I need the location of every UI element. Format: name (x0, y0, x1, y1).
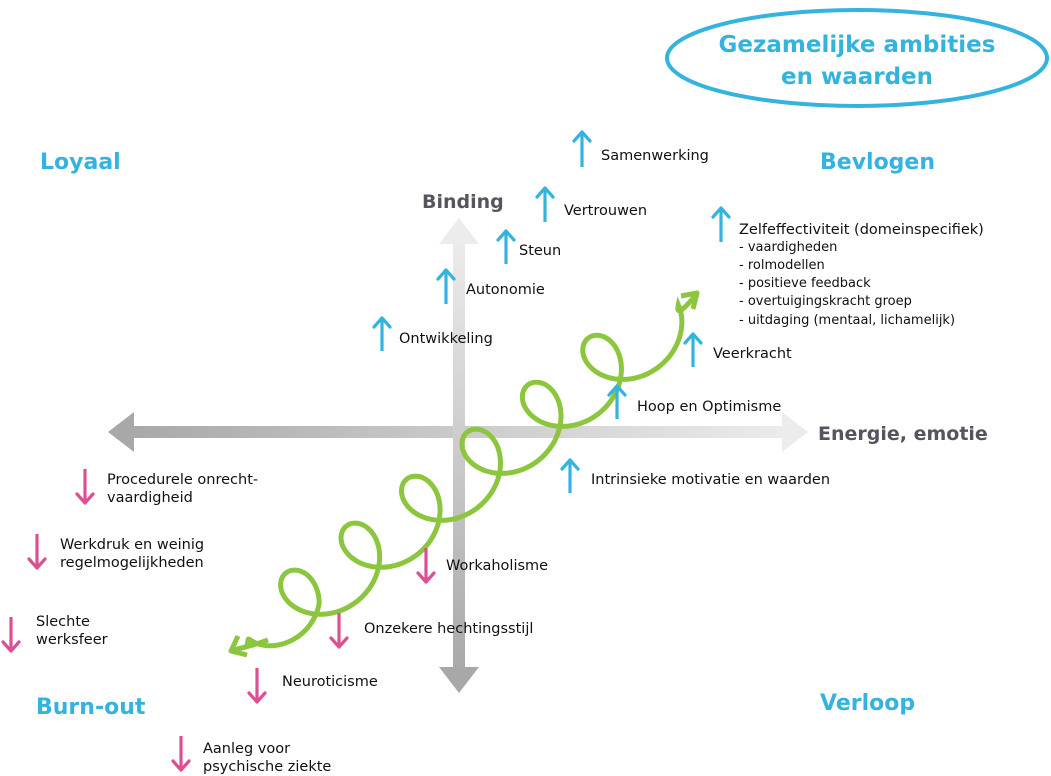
spiral-arrowhead-bottom (228, 634, 248, 658)
green-spiral (228, 290, 700, 658)
quadrant-bevlogen: Bevlogen (820, 150, 935, 175)
horizontal-axis-left-arrow (108, 412, 134, 452)
quadrant-burn-out: Burn-out (36, 695, 146, 720)
title-badge: Gezamelijke ambities en waarden (665, 8, 1049, 108)
arrow-up-icon (607, 384, 627, 419)
vertical-axis (439, 218, 479, 693)
zelf-subitem: - overtuigingskracht groep (739, 294, 912, 309)
arrow-up-icon (372, 316, 392, 351)
horizontal-axis-right-arrow (782, 412, 808, 452)
factor-werksfeer-line-2: werksfeer (36, 632, 108, 648)
vertical-axis-top-arrow (439, 218, 479, 244)
arrow-down-icon (171, 736, 191, 772)
arrow-down-icon (75, 469, 95, 505)
zelf-subitem: - positieve feedback (739, 276, 871, 291)
zelf-subitem: - rolmodellen (739, 258, 825, 273)
zelf-subitem: - vaardigheden (739, 240, 837, 255)
factor-procedurele-line-2: vaardigheid (107, 490, 193, 506)
arrow-down-icon (329, 613, 349, 649)
arrow-up-icon (496, 229, 516, 264)
factor-aanleg-line-2: psychische ziekte (203, 759, 331, 775)
factor-zelfeffectiviteit: Zelfeffectiviteit (domeinspecifiek) (739, 222, 984, 238)
zelf-subitem: - uitdaging (mentaal, lichamelijk) (739, 313, 955, 328)
arrow-up-icon (560, 458, 580, 493)
arrow-down-icon (247, 668, 267, 704)
vertical-axis-bottom-arrow (439, 667, 479, 693)
factor-hoop-optimisme: Hoop en Optimisme (637, 399, 781, 415)
spiral-tail (232, 637, 269, 653)
factor-aanleg-line-1: Aanleg voor (203, 741, 290, 757)
arrow-up-icon (711, 206, 731, 242)
factor-procedurele-line-1: Procedurele onrecht- (107, 472, 258, 488)
factor-workaholisme: Workaholisme (446, 558, 548, 574)
arrow-down-icon (1, 617, 21, 653)
factor-samenwerking: Samenwerking (601, 148, 709, 164)
spiral-arrowhead-top (680, 290, 700, 310)
arrow-up-icon (535, 186, 555, 222)
factor-werksfeer-line-1: Slechte (36, 614, 90, 630)
factor-steun: Steun (519, 243, 561, 259)
arrow-down-icon (416, 548, 436, 584)
arrow-down-icon (27, 534, 47, 570)
factor-werkdruk-line-1: Werkdruk en weinig (60, 537, 204, 553)
title-line-2: en waarden (781, 64, 933, 90)
factor-veerkracht: Veerkracht (713, 346, 792, 362)
axis-label-binding: Binding (422, 191, 504, 213)
quadrant-verloop: Verloop (820, 691, 915, 716)
factor-ontwikkeling: Ontwikkeling (399, 331, 493, 347)
arrow-up-icon (572, 130, 592, 167)
factor-onzekere-hechtingsstijl: Onzekere hechtingsstijl (364, 621, 533, 637)
factor-vertrouwen: Vertrouwen (564, 203, 647, 219)
factor-list: Samenwerking Vertrouwen Steun Autonomie … (1, 130, 984, 775)
axis-label-energie: Energie, emotie (818, 423, 988, 445)
arrow-up-icon (436, 268, 456, 304)
arrow-up-icon (683, 332, 703, 367)
title-line-1: Gezamelijke ambities (719, 32, 996, 58)
vertical-axis-bar (453, 238, 465, 674)
title-ellipse (665, 8, 1049, 108)
factor-werkdruk-line-2: regelmogelijkheden (60, 555, 204, 571)
factor-intrinsieke-motivatie: Intrinsieke motivatie en waarden (591, 472, 830, 488)
factor-neuroticisme: Neuroticisme (282, 674, 378, 690)
factor-autonomie: Autonomie (466, 282, 545, 298)
spiral-path (244, 293, 698, 649)
quadrant-loyaal: Loyaal (40, 150, 121, 175)
